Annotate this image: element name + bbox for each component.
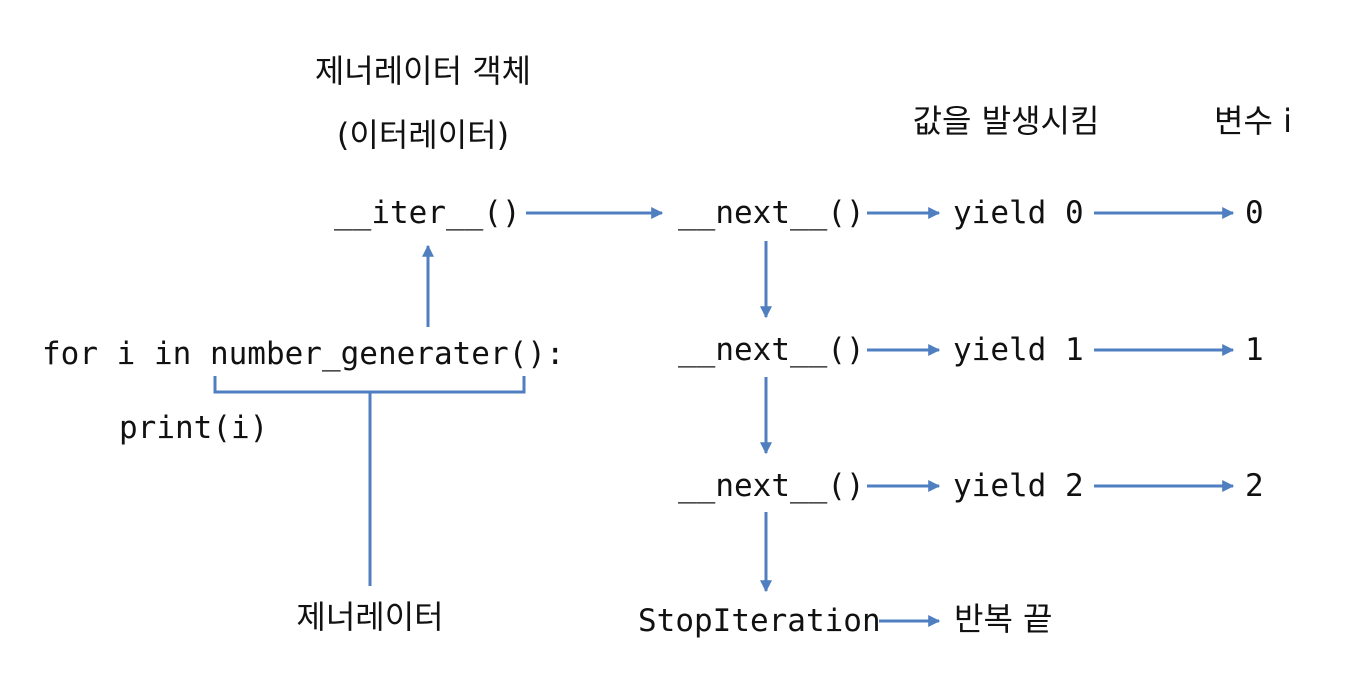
iterator-paren-label: (이터레이터) (336, 116, 510, 154)
yield-0: yield 0 (953, 195, 1084, 231)
next-call-2: __next__() (678, 468, 865, 504)
produce-value-label: 값을 발생시킴 (912, 102, 1100, 140)
generator-label: 제너레이터 (296, 598, 444, 636)
yield-1: yield 1 (953, 332, 1084, 368)
value-0: 0 (1245, 195, 1264, 231)
print-line: print(i) (119, 410, 269, 446)
for-keyword-part: for i in (42, 336, 210, 372)
generator-bracket (213, 376, 526, 394)
stop-iteration: StopIteration (638, 603, 881, 639)
yield-2: yield 2 (953, 468, 1084, 504)
iter-call: __iter__() (334, 195, 521, 231)
for-tail: (): (508, 336, 565, 372)
generator-object-label: 제너레이터 객체 (314, 52, 532, 90)
generator-call-name: number_generater (209, 336, 509, 372)
variable-i-label: 변수 i (1214, 102, 1292, 140)
next-call-1: __next__() (678, 332, 865, 368)
value-1: 1 (1245, 332, 1264, 368)
next-call-0: __next__() (678, 195, 865, 231)
value-2: 2 (1245, 468, 1264, 504)
loop-end-label: 반복 끝 (954, 600, 1053, 638)
for-loop-line: for i in number_generater(): (42, 339, 565, 370)
